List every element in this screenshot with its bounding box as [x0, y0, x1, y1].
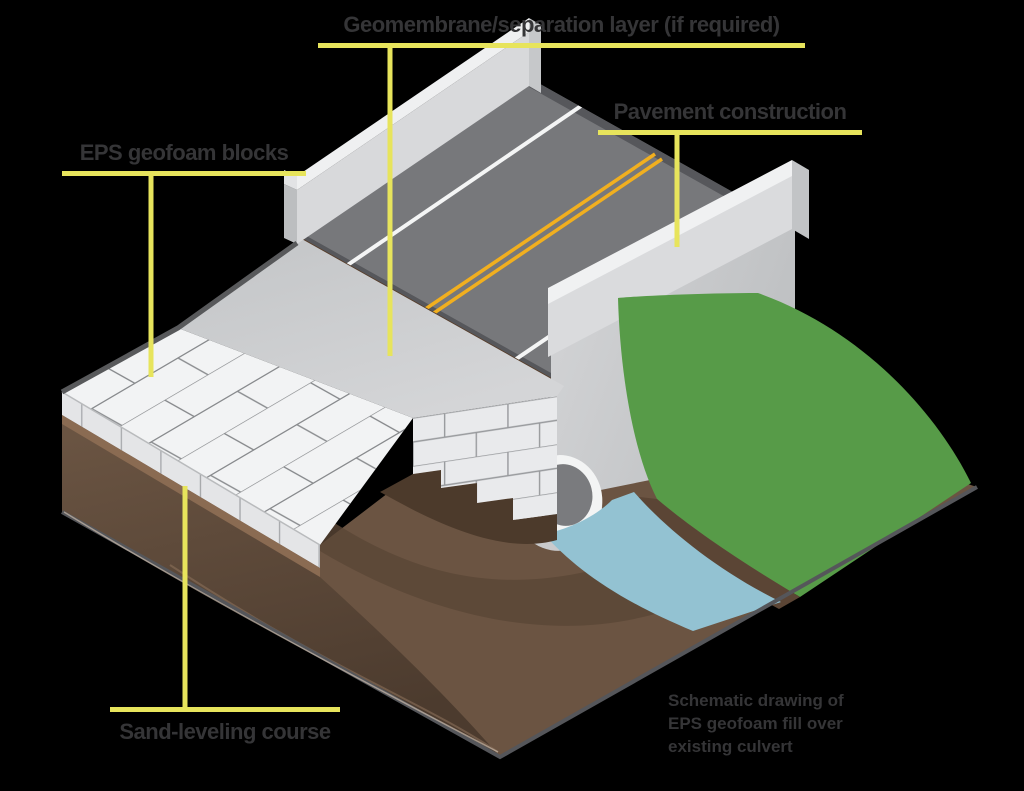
geofoam-steps-shadow [380, 470, 557, 544]
left-barrier-right-end [529, 18, 541, 93]
caption-line-3: existing culvert [668, 736, 793, 756]
caption: Schematic drawing of EPS geofoam fill ov… [668, 690, 844, 759]
earth-channel-shade [315, 520, 690, 626]
geomembrane-layer [178, 238, 564, 418]
grass-hill [618, 293, 971, 597]
sand-leveling-layer [62, 415, 320, 577]
road-centerline-2 [427, 157, 663, 319]
stream-water [544, 492, 781, 631]
earth-front-face [62, 424, 500, 757]
right-barrier-cap [548, 160, 792, 304]
geofoam-steps-wall-joints [413, 396, 557, 520]
label-pavement: Pavement construction [598, 99, 862, 136]
road-centerline-1 [420, 152, 656, 314]
earth-crease [169, 564, 499, 753]
silhouette-trim-bottom [61, 485, 978, 760]
left-barrier-cap [297, 18, 529, 190]
label-geomembrane: Geomembrane/separation layer (if require… [318, 12, 805, 49]
geofoam-front-band-joints [62, 392, 320, 568]
right-barrier-face [548, 174, 792, 357]
right-barrier-end-cap [792, 160, 809, 239]
left-barrier-left-end [284, 184, 297, 244]
label-eps: EPS geofoam blocks [62, 140, 306, 177]
caption-line-2: EPS geofoam fill over [668, 713, 843, 733]
caption-line-1: Schematic drawing of [668, 691, 844, 710]
label-sand: Sand-leveling course [110, 707, 340, 745]
silhouette-trim-topleft [60, 240, 299, 395]
left-barrier-face [297, 32, 529, 244]
geofoam-top-joints [62, 328, 413, 545]
silhouette-crease-light [63, 511, 499, 753]
geofoam-front-edge [61, 391, 321, 546]
road-edge-line-far [328, 91, 602, 279]
stream-bank-soil [630, 496, 800, 609]
